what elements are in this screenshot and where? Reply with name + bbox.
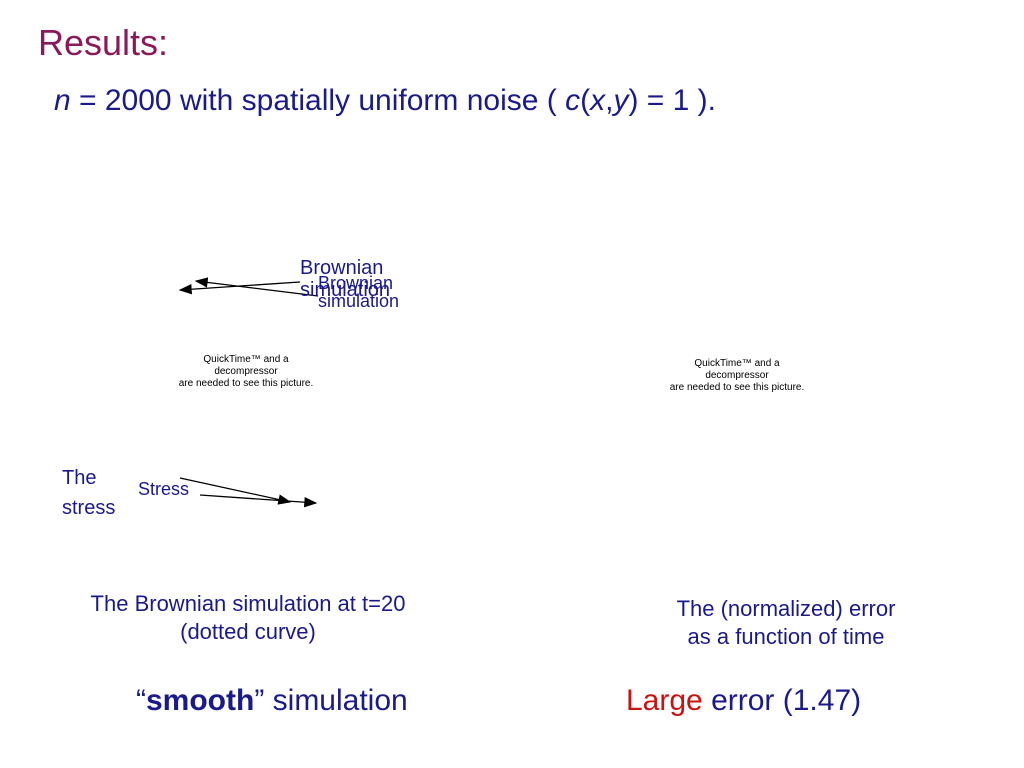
large-error-rest: error (1.47) xyxy=(702,684,862,717)
brownian-label-2-line2: simulation xyxy=(318,291,400,311)
brownian-label-1-line2: simulation xyxy=(300,279,391,301)
subtitle-comma: , xyxy=(605,84,614,117)
right-caption-line1: The (normalized) error xyxy=(676,596,896,621)
subtitle-y: y xyxy=(613,84,629,117)
brownian-label-2: Brownian simulation xyxy=(318,274,399,310)
large-red: Large xyxy=(626,684,703,717)
stress-arrow-1 xyxy=(179,477,292,505)
subtitle-c: c xyxy=(565,84,581,117)
stress-label-line2: stress xyxy=(62,497,116,519)
qt-right-line1: QuickTime™ and a xyxy=(694,358,780,369)
stress-label: The stress xyxy=(62,463,115,523)
stress-label-line1: The xyxy=(62,467,97,489)
brownian-label-1: Brownian simulation xyxy=(300,257,390,301)
left-caption-line2: (dotted curve) xyxy=(180,619,316,644)
qt-right-line2: decompressor xyxy=(705,370,769,381)
stress-label-small: Stress xyxy=(138,479,190,499)
subtitle-text-2: ) = 1 ). xyxy=(628,84,716,117)
qt-left-line3: are needed to see this picture. xyxy=(178,378,314,389)
slide-title: Results: xyxy=(38,22,169,63)
left-caption: The Brownian simulation at t=20 (dotted … xyxy=(48,590,448,646)
quicktime-placeholder-right: QuickTime™ and a decompressor are needed… xyxy=(637,358,837,394)
qt-right-line3: are needed to see this picture. xyxy=(669,382,805,393)
smooth-rest: ” simulation xyxy=(254,684,408,717)
quicktime-placeholder-left: QuickTime™ and a decompressor are needed… xyxy=(146,354,346,390)
smooth-simulation-label: “smooth” simulation xyxy=(136,684,408,718)
right-caption-line2: as a function of time xyxy=(687,624,885,649)
brownian-label-1-line1: Brownian xyxy=(300,257,384,279)
subtitle-text-1: = 2000 with spatially uniform noise ( xyxy=(70,84,566,117)
qt-left-line2: decompressor xyxy=(214,366,278,377)
large-error-label: Large error (1.47) xyxy=(626,684,861,718)
brownian-arrow-1 xyxy=(178,281,301,295)
qt-left-line1: QuickTime™ and a xyxy=(203,354,289,365)
left-caption-line1: The Brownian simulation at t=20 xyxy=(90,591,406,616)
right-caption: The (normalized) error as a function of … xyxy=(586,595,986,651)
subtitle-n: n xyxy=(54,84,71,117)
stress-arrow-2 xyxy=(199,494,318,508)
smooth-bold: smooth xyxy=(146,684,255,717)
slide-subtitle: n = 2000 with spatially uniform noise ( … xyxy=(54,84,716,118)
smooth-open-quote: “ xyxy=(136,684,146,717)
subtitle-x: x xyxy=(590,84,606,117)
subtitle-open-paren: ( xyxy=(580,84,591,117)
brownian-label-2-line1: Brownian xyxy=(318,273,394,293)
